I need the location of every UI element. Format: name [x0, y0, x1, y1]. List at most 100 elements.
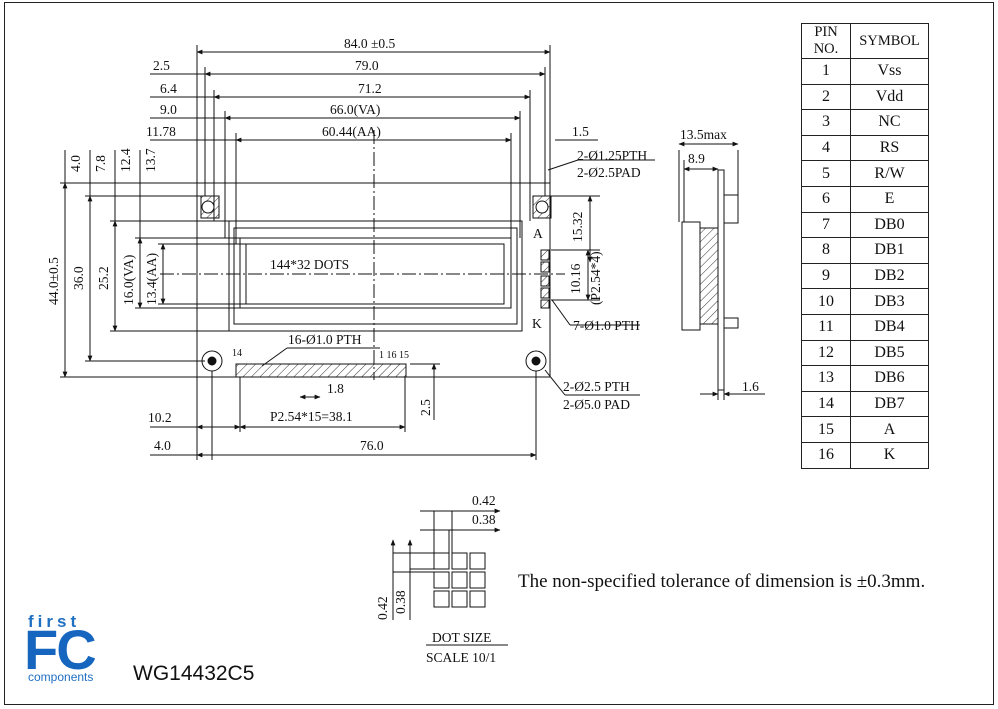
- bottom-dimensions: [150, 347, 640, 460]
- pin-symbol-cell: DB2: [850, 262, 929, 290]
- hole-pad-label: 2-Ø2.5PAD: [577, 165, 641, 180]
- pin-symbol-cell: DB4: [850, 313, 929, 341]
- dim-height-overall: 44.0±0.5: [46, 257, 61, 305]
- backlight-pads: [540, 249, 550, 309]
- pin-number-cell: 9: [801, 262, 851, 290]
- side-13-5-label: 13.5max: [680, 127, 727, 142]
- pin-number-cell: 4: [801, 134, 851, 162]
- pin-number-cell: 3: [801, 109, 851, 136]
- pin-number-cell: 11: [801, 313, 851, 341]
- dim-top-7-8: 7.8: [93, 155, 108, 172]
- pin-symbol-cell: DB1: [850, 237, 929, 264]
- side-8-9-label: 8.9: [688, 151, 705, 166]
- dim-overall-width: 84.0 ±0.5: [344, 36, 396, 51]
- bezel-outline: [228, 220, 523, 332]
- pin-symbol-cell: NC: [850, 109, 929, 136]
- side-view: [678, 141, 765, 400]
- dot-scale-label: SCALE 10/1: [426, 650, 496, 665]
- pin-symbol-cell: DB7: [850, 390, 929, 418]
- dot-size-detail: [390, 508, 508, 646]
- dim-height-36: 36.0: [71, 266, 86, 290]
- dim-15-32: 15.32: [570, 212, 585, 242]
- dim-top-4-0: 4.0: [68, 155, 83, 172]
- dim-79: 79.0: [355, 58, 379, 73]
- mount-pad-label: 2-Ø5.0 PAD: [563, 397, 630, 412]
- top-left-hole: [200, 195, 220, 219]
- pin-symbol-cell: A: [850, 416, 929, 443]
- dim-height-va: 16.0(VA): [121, 255, 136, 305]
- pin-symbol-cell: Vss: [850, 58, 929, 85]
- pin-number-cell: 15: [801, 416, 851, 443]
- dim-pitch-vertical: (P2.54*4): [588, 251, 603, 305]
- dimension-labels: 84.0 ±0.5 79.0 71.2 66.0(VA) 60.44(AA) 2…: [46, 36, 759, 665]
- dim-aa-width: 60.44(AA): [322, 124, 381, 139]
- dim-76: 76.0: [360, 438, 384, 453]
- dim-10-16: 10.16: [568, 263, 583, 294]
- mount-pth-label: 2-Ø2.5 PTH: [563, 379, 630, 394]
- dim-1-5: 1.5: [572, 124, 589, 139]
- pad-label-k: K: [532, 316, 542, 331]
- dim-top-13-7: 13.7: [143, 148, 158, 172]
- top-dimensions: [150, 45, 598, 244]
- dots-label: 144*32 DOTS: [270, 257, 349, 272]
- pin-symbol-cell: R/W: [850, 160, 929, 187]
- pin-symbol-cell: DB6: [850, 365, 929, 392]
- logo-first-text: first: [28, 612, 81, 631]
- pin-number-cell: 14: [801, 390, 851, 418]
- dim-top-12-4: 12.4: [118, 148, 133, 172]
- dot-0-42-h: 0.42: [472, 493, 496, 508]
- tolerance-note: The non-specified tolerance of dimension…: [518, 571, 926, 592]
- pin-number-cell: 12: [801, 339, 851, 367]
- pin-number-cell: 2: [801, 83, 851, 111]
- dim-4-0-bottom: 4.0: [154, 438, 171, 453]
- dim-10-2: 10.2: [148, 410, 172, 425]
- pin-number-cell: 5: [801, 160, 851, 187]
- pin-symbol-cell: DB5: [850, 339, 929, 367]
- dim-2-5-bottom: 2.5: [418, 399, 433, 416]
- pth-7-label: 7-Ø1.0 PTH: [573, 318, 640, 333]
- pin-row: [235, 363, 407, 378]
- pin-table-header: PIN NO. SYMBOL: [801, 23, 929, 59]
- right-dimensions: [547, 159, 655, 326]
- hole-pth-label: 2-Ø1.25PTH: [577, 148, 647, 163]
- dim-va-width: 66.0(VA): [330, 102, 380, 117]
- dot-0-42-v: 0.42: [375, 596, 390, 620]
- logo-components-text: components: [28, 670, 94, 684]
- pin-1-16-15-label: 1 16 15: [379, 350, 409, 361]
- pin-symbol-cell: Vdd: [850, 83, 929, 111]
- header-symbol: SYMBOL: [850, 23, 929, 59]
- pin-symbol-cell: K: [850, 441, 929, 469]
- dot-size-title: DOT SIZE: [432, 630, 491, 645]
- dim-9-0: 9.0: [160, 102, 177, 117]
- pin-number-cell: 10: [801, 288, 851, 315]
- pin-symbol-cell: RS: [850, 134, 929, 162]
- pin-number-cell: 13: [801, 365, 851, 392]
- left-dimensions: [60, 150, 246, 378]
- pin-number-cell: 16: [801, 441, 851, 469]
- dim-2-5: 2.5: [153, 58, 170, 73]
- pin-number-cell: 1: [801, 58, 851, 85]
- mount-hole-right: [525, 350, 547, 372]
- dim-pin-width: 1.8: [327, 381, 344, 396]
- side-1-6-label: 1.6: [742, 379, 759, 394]
- pin-symbol-cell: DB3: [850, 288, 929, 315]
- dim-11-78: 11.78: [146, 124, 176, 139]
- pin-number-cell: 7: [801, 211, 851, 239]
- dim-pitch-row: P2.54*15=38.1: [270, 409, 353, 424]
- top-right-hole: [532, 195, 552, 219]
